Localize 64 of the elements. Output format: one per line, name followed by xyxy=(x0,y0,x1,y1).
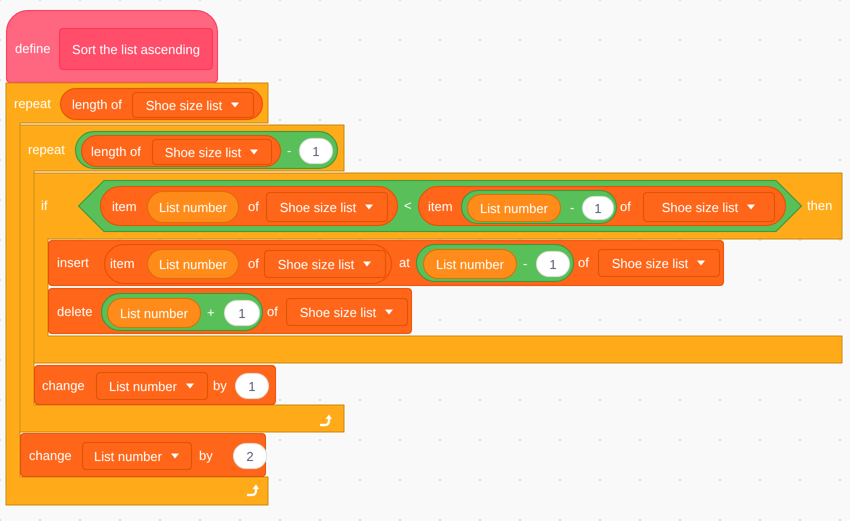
block-label: item xyxy=(112,199,137,215)
dropdown-menu: Shoe size list xyxy=(152,139,272,165)
reporter-block xyxy=(418,186,786,226)
block-label: of xyxy=(578,255,589,271)
dropdown-menu: Shoe size list xyxy=(266,192,388,222)
block-label: insert xyxy=(57,255,89,271)
dropdown-menu: Shoe size list xyxy=(286,298,408,326)
command-block xyxy=(48,288,412,334)
block-label: by xyxy=(213,378,227,394)
comparison-block xyxy=(78,180,802,232)
dropdown-menu: List number xyxy=(82,442,192,470)
custom-block: Sort the list ascending xyxy=(59,28,213,70)
variable-reporter: List number xyxy=(147,249,239,279)
number-input: 2 xyxy=(233,443,267,469)
number-input: 1 xyxy=(224,300,260,326)
dropdown-menu: Shoe size list xyxy=(264,250,386,278)
block-label: change xyxy=(29,448,72,464)
command-block xyxy=(48,240,724,286)
block-label: if xyxy=(41,198,48,214)
variable-reporter: List number xyxy=(107,298,201,328)
reporter-block xyxy=(60,88,263,120)
reporter-block xyxy=(81,135,281,167)
number-input: 1 xyxy=(235,373,269,399)
operator-block xyxy=(416,244,574,282)
if-block xyxy=(34,173,842,363)
variable-reporter: List number xyxy=(147,191,239,223)
block-label: of xyxy=(248,199,259,215)
block-label: item xyxy=(428,199,453,215)
block-label: repeat xyxy=(14,96,51,112)
block-label: + xyxy=(207,305,215,321)
reporter-block xyxy=(100,186,398,226)
reporter-block xyxy=(104,244,392,284)
block-label: - xyxy=(570,200,574,216)
block-label: by xyxy=(199,448,213,464)
block-label: item xyxy=(110,256,135,272)
number-input: 1 xyxy=(299,138,333,164)
dropdown-menu: List number xyxy=(96,372,208,400)
operator-block xyxy=(75,131,338,169)
block-label: repeat xyxy=(28,142,65,158)
operator-block xyxy=(101,293,263,331)
block-label: of xyxy=(248,256,259,272)
operator-block xyxy=(461,190,617,224)
command-block xyxy=(34,365,276,405)
block-label: of xyxy=(620,199,631,215)
define-hat-block xyxy=(6,10,218,83)
block-label: change xyxy=(42,378,85,394)
command-block xyxy=(20,433,266,477)
block-label: length of xyxy=(91,144,141,160)
block-label: length of xyxy=(72,97,122,113)
block-label: at xyxy=(399,255,410,271)
variable-reporter: List number xyxy=(423,249,517,279)
dropdown-menu: Shoe size list xyxy=(132,92,254,118)
block-label: of xyxy=(267,304,278,320)
block-label: delete xyxy=(57,304,92,320)
block-label: < xyxy=(404,198,412,214)
number-input: 1 xyxy=(582,196,614,220)
number-input: 1 xyxy=(536,251,570,277)
block-label: then xyxy=(807,198,832,214)
dropdown-menu: Shoe size list xyxy=(598,249,720,277)
variable-reporter: List number xyxy=(467,194,561,222)
dropdown-menu: Shoe size list xyxy=(643,192,775,222)
block-label: define xyxy=(15,41,50,57)
block-label: - xyxy=(523,256,528,272)
block-label: - xyxy=(287,143,292,159)
